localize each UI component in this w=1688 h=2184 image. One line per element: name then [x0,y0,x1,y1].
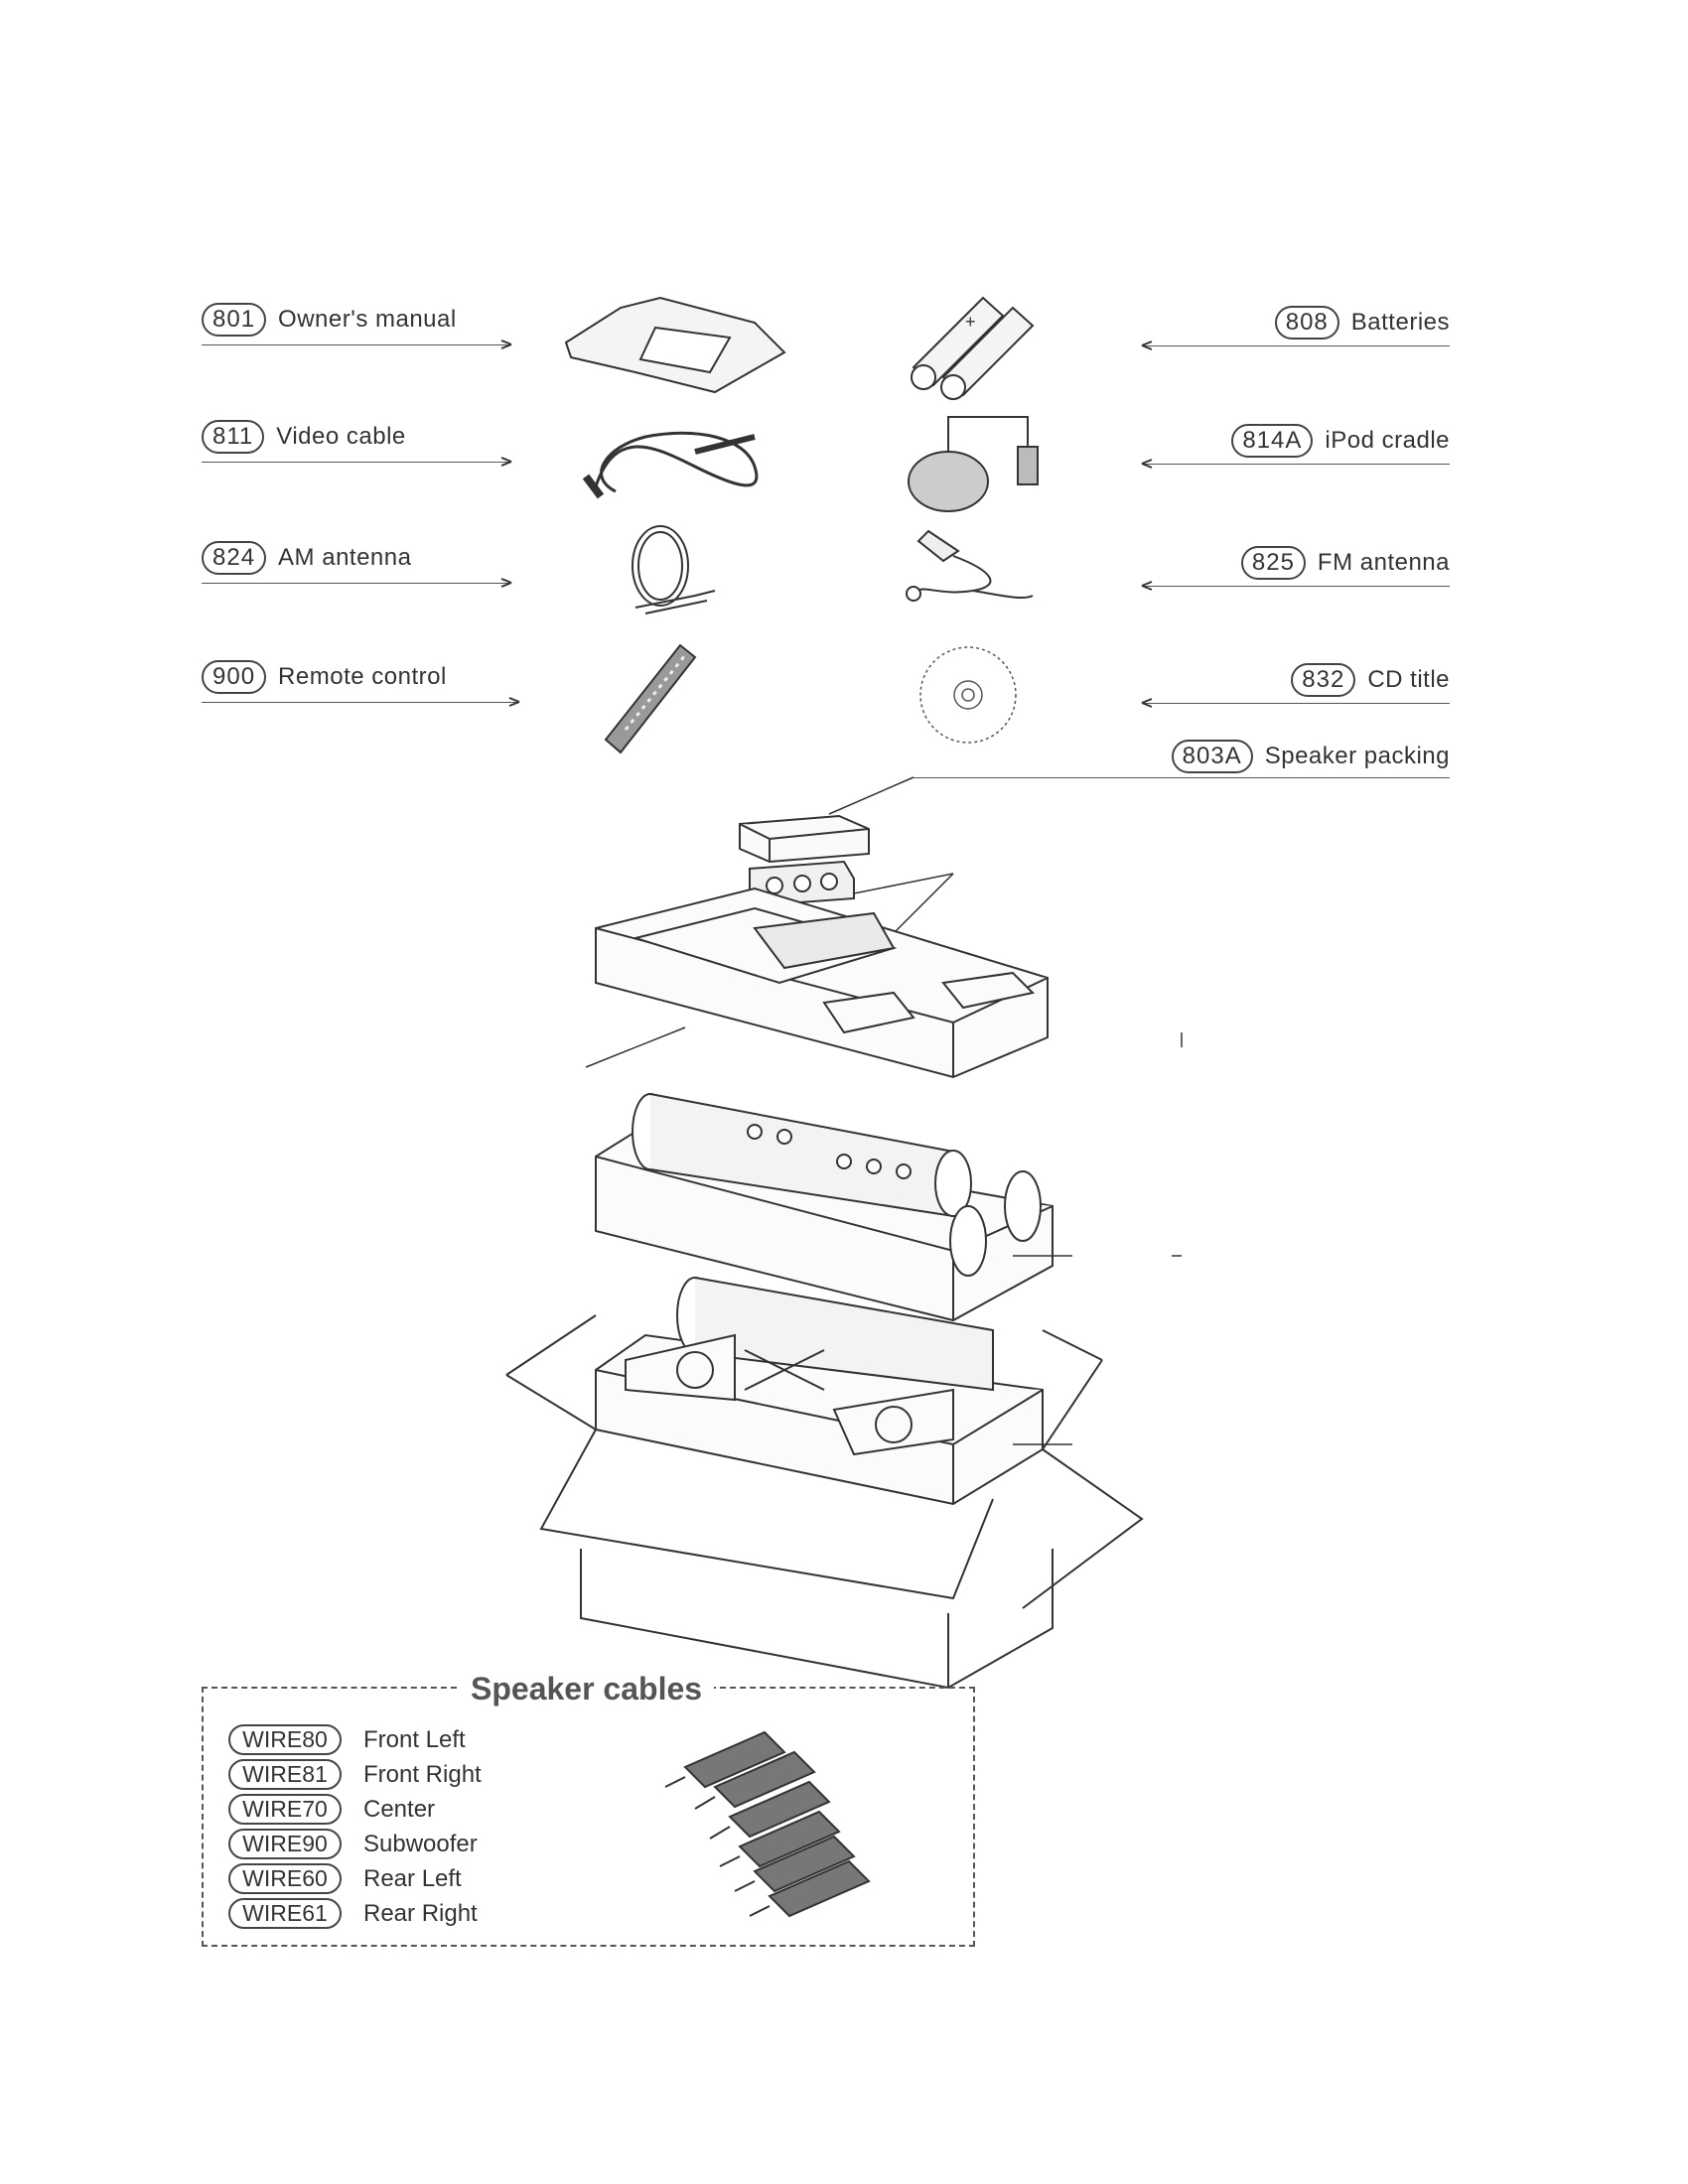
wire-code-badge: WIRE70 [228,1794,342,1825]
wire-name: Rear Left [363,1864,462,1892]
part-name: Remote control [278,663,447,690]
leader-line [202,462,511,463]
part-code-badge: 803A [1171,740,1253,773]
callout-speaker-packing: 803A Speaker packing [1171,740,1450,773]
ipod-cradle-image [908,416,1039,512]
part-code-badge: 811 [202,420,265,454]
callout-fm-antenna: 825 FM antenna [1240,546,1450,580]
wire-code-badge: WIRE80 [228,1724,342,1755]
wire-row: WIRE61 Rear Right [228,1898,478,1929]
cd-image [919,646,1017,744]
wire-row: WIRE90 Subwoofer [228,1829,478,1859]
video-cable-image [582,431,759,499]
fm-antenna-image [906,529,1034,602]
leader-line [202,583,511,584]
part-name: CD title [1367,666,1450,693]
part-name: AM antenna [278,544,412,571]
leader-line [1142,586,1450,587]
part-code-badge: 801 [202,303,267,337]
part-code-badge: 808 [1274,306,1339,340]
speaker-cables-title: Speaker cables [459,1671,715,1707]
batteries-image: + [911,296,1035,400]
leader-line [1142,464,1450,465]
wire-name: Front Left [363,1725,466,1753]
wire-name: Center [363,1795,436,1823]
part-code-badge: 814A [1231,424,1314,458]
part-name: Video cable [276,423,406,450]
leader-line [1142,703,1450,704]
wire-row: WIRE60 Rear Left [228,1863,462,1894]
bottom-foam-tray-image [595,1277,1044,1506]
remote-control-image [604,643,697,754]
wire-row: WIRE81 Front Right [228,1759,482,1790]
callout-batteries: 808 Batteries [1274,306,1450,340]
wire-code-badge: WIRE61 [228,1898,342,1929]
leader-line [202,344,511,345]
callout-video-cable: 811 Video cable [202,420,406,454]
wire-name: Subwoofer [363,1830,478,1857]
wire-row: WIRE70 Center [228,1794,435,1825]
speaker-cables-image [664,1730,871,1918]
part-name: Batteries [1350,309,1450,336]
upper-foam-tray-image [595,887,1049,1079]
callout-remote-control: 900 Remote control [202,660,447,694]
owners-manual-image [564,296,786,394]
am-antenna-image [632,525,716,614]
part-code-badge: 825 [1240,546,1306,580]
callout-owners-manual: 801 Owner's manual [202,303,457,337]
part-name: Speaker packing [1264,743,1450,769]
callout-ipod-cradle: 814A iPod cradle [1231,424,1450,458]
svg-text:+: + [965,312,976,332]
leader-line [914,777,1450,778]
leader-line [1142,345,1450,346]
top-foam-cap-image [739,814,870,864]
part-name: FM antenna [1317,549,1450,576]
part-name: iPod cradle [1325,427,1450,454]
wire-name: Front Right [363,1760,482,1788]
callout-am-antenna: 824 AM antenna [202,541,411,575]
part-code-badge: 900 [202,660,267,694]
wire-code-badge: WIRE60 [228,1863,342,1894]
part-code-badge: 832 [1291,663,1356,697]
center-speaker-image [749,860,855,907]
wire-code-badge: WIRE81 [228,1759,342,1790]
callout-cd-title: 832 CD title [1291,663,1450,697]
middle-foam-tray-image [595,1093,1054,1322]
leader-line [202,702,519,703]
part-code-badge: 824 [202,541,267,575]
wire-code-badge: WIRE90 [228,1829,342,1859]
wire-row: WIRE80 Front Left [228,1724,466,1755]
wire-name: Rear Right [363,1899,478,1927]
part-name: Owner's manual [278,306,457,333]
